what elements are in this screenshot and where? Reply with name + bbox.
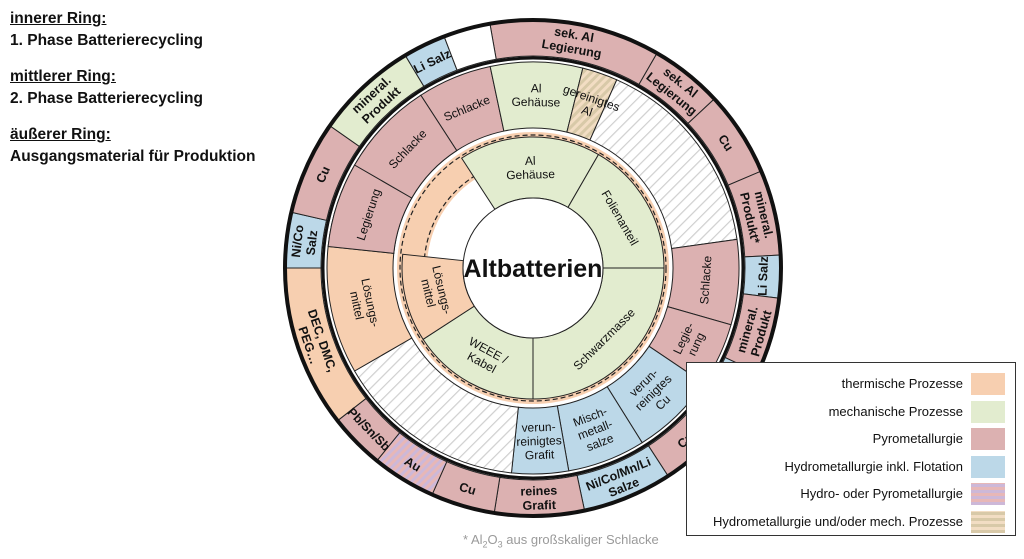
- legend-swatch: [971, 428, 1005, 450]
- outer-ring-label: reinesGrafit: [520, 484, 558, 513]
- inner-ring-desc: 1. Phase Batterierecycling: [10, 32, 203, 49]
- legend-swatch: [971, 483, 1005, 505]
- legend-row-pyro: Pyrometallurgie: [685, 428, 1015, 450]
- inner-ring-label: AlGehäuse: [506, 153, 556, 182]
- ring-borders: [283, 18, 783, 518]
- legend-row-mixmech: Hydrometallurgie und/oder mech. Prozesse: [685, 510, 1015, 533]
- outer-ring-label: Cu: [313, 164, 333, 185]
- legend-row-hydro: Hydrometallurgie inkl. Flotation: [685, 455, 1015, 478]
- legend-swatch: [971, 373, 1005, 395]
- outer-ring-label: Cu: [458, 480, 478, 498]
- legend-row-label: Hydro- oder Pyrometallurgie: [800, 486, 963, 501]
- outer-ring-title: äußerer Ring:: [10, 126, 111, 143]
- legend-row-mixpyro: Hydro- oder Pyrometallurgie: [685, 483, 1015, 505]
- legend-swatch: [971, 400, 1005, 423]
- legend-row-label: mechanische Prozesse: [828, 403, 963, 419]
- outer-border: [283, 18, 783, 518]
- dashed-ring: [399, 134, 667, 402]
- outer-ring-desc: Ausgangsmaterial für Produktion: [10, 148, 256, 165]
- footnote: * Al2O3 aus großskaliger Schlacke: [463, 532, 659, 550]
- legend-row-label: Pyrometallurgie: [872, 431, 963, 446]
- ring-legend: innerer Ring: 1. Phase Batterierecycling…: [10, 8, 310, 168]
- middle-ring-label: Schlacke: [697, 255, 714, 305]
- legend-row-label: thermische Prozesse: [841, 376, 963, 391]
- center-disc: [462, 197, 604, 339]
- middle-ring-label: verun-reinigtesGrafit: [516, 420, 563, 463]
- inner-ring: [396, 132, 669, 404]
- legend-row-therm: thermische Prozesse: [685, 373, 1015, 395]
- legend-row-mech: mechanische Prozesse: [685, 400, 1015, 423]
- mid-border: [321, 56, 745, 480]
- legend-swatch: [971, 510, 1005, 533]
- outer-ring-label: Ni/CoSalz: [289, 224, 321, 260]
- middle-ring-title: mittlerer Ring:: [10, 68, 116, 85]
- middle-ring-label: AlGehäuse: [511, 81, 561, 110]
- inner-ring-title: innerer Ring:: [10, 10, 107, 27]
- legend-swatch: [971, 455, 1005, 478]
- middle-ring-desc: 2. Phase Batterierecycling: [10, 90, 203, 107]
- middle-ring-segment: [353, 94, 458, 199]
- legend-row-label: Hydrometallurgie inkl. Flotation: [784, 458, 963, 474]
- legend-row-label: Hydrometallurgie und/oder mech. Prozesse: [712, 513, 963, 529]
- outer-ring-label: Li Salz: [756, 256, 771, 296]
- center-label: Altbatterien: [464, 255, 603, 283]
